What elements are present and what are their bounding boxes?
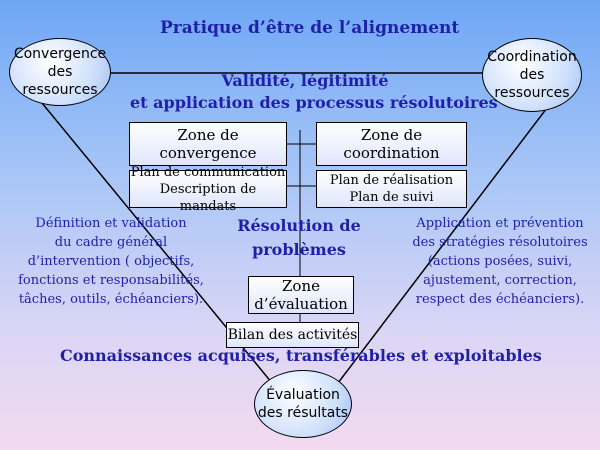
plan-realisation-line-1: Plan de réalisation <box>329 173 454 188</box>
bilan-activites-box: Bilan des activités <box>226 322 359 348</box>
right-description-line-2: des stratégies résolutoires <box>412 235 588 250</box>
convergence-ressources-ellipse: Convergence des ressources <box>9 38 111 106</box>
zone-evaluation-line-2: d’évaluation <box>254 295 348 313</box>
right-description: Application et prévention des stratégies… <box>400 214 600 309</box>
connaissances-heading: Connaissances acquises, transférables et… <box>60 346 542 365</box>
validite-line-2: et application des processus résolutoire… <box>130 93 498 112</box>
coordination-ressources-line-1: Coordination <box>487 49 577 65</box>
zone-convergence-line-1: Zone de <box>177 126 239 144</box>
coordination-ressources-ellipse: Coordination des ressources <box>482 38 582 112</box>
zone-coordination-line-2: coordination <box>343 144 440 162</box>
right-description-line-1: Application et prévention <box>416 216 584 231</box>
right-description-line-5: respect des échéanciers). <box>415 292 585 307</box>
validite-line-1: Validité, légitimité <box>221 71 389 90</box>
convergence-ressources-line-1: Convergence <box>13 46 107 62</box>
plan-realisation-line-2: Plan de suivi <box>349 190 434 205</box>
evaluation-resultats-ellipse: Évaluation des résultats <box>254 370 352 438</box>
evaluation-resultats-line-1: Évaluation <box>266 387 340 403</box>
plan-realisation-box: Plan de réalisation Plan de suivi <box>316 170 467 208</box>
left-description-line-5: tâches, outils, échéanciers). <box>18 292 204 307</box>
convergence-ressources-line-2: des <box>47 64 73 80</box>
validite-heading: Validité, légitimité et application des … <box>130 70 498 114</box>
zone-evaluation-line-1: Zone <box>282 277 320 295</box>
right-description-line-4: ajustement, correction, <box>423 273 577 288</box>
zone-coordination-line-1: Zone de <box>360 126 423 144</box>
left-description-line-1: Définition et validation <box>35 216 187 231</box>
plan-communication-box: Plan de communication Description de man… <box>129 165 287 214</box>
right-description-line-3: (actions posées, suivi, <box>427 254 573 269</box>
resolution-problemes-heading: Résolution de problèmes <box>232 214 366 262</box>
convergence-ressources-line-3: ressources <box>22 82 98 98</box>
zone-evaluation-box: Zone d’évaluation <box>248 276 354 314</box>
plan-communication-line-1: Plan de communication <box>130 164 286 180</box>
bilan-activites-label: Bilan des activités <box>227 327 358 343</box>
zone-convergence-line-2: convergence <box>159 144 257 162</box>
resolution-line-2: problèmes <box>252 240 346 259</box>
plan-communication-line-2: Description de mandats <box>159 181 257 214</box>
evaluation-resultats-line-2: des résultats <box>257 405 349 421</box>
zone-convergence-box: Zone de convergence <box>129 122 287 166</box>
left-description-line-4: fonctions et responsabilités, <box>18 273 204 288</box>
left-description-line-2: du cadre général <box>54 235 168 250</box>
zone-coordination-box: Zone de coordination <box>316 122 467 166</box>
resolution-line-1: Résolution de <box>237 216 361 235</box>
coordination-ressources-line-2: des <box>519 67 545 83</box>
diagram-title: Pratique d’être de l’alignement <box>160 18 460 38</box>
left-description-line-3: d’intervention ( objectifs, <box>27 254 195 269</box>
left-description: Définition et validation du cadre généra… <box>6 214 216 309</box>
coordination-ressources-line-3: ressources <box>494 85 570 101</box>
